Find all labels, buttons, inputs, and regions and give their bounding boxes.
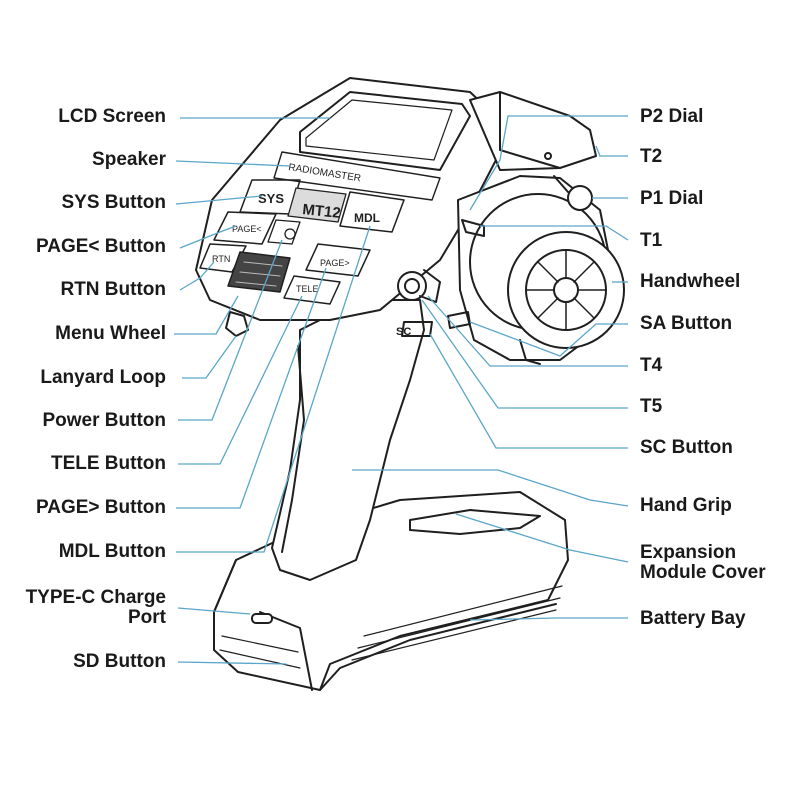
battery-bay-shape	[213, 491, 569, 691]
handwheel-shape	[447, 175, 625, 365]
label-rtn-button: RTN Button	[60, 279, 166, 300]
key-sc-text: SC	[396, 326, 411, 338]
leader-power-button	[178, 239, 283, 421]
leader-menu-wheel	[174, 295, 239, 335]
label-t2: T2	[640, 146, 663, 167]
label-hand-grip: Hand Grip	[640, 495, 732, 516]
label-page-back-button: PAGE< Button	[35, 236, 166, 257]
label-menu-wheel: Menu Wheel	[55, 323, 166, 344]
label-tele-button: TELE Button	[50, 453, 166, 474]
label-mdl-button: MDL Button	[58, 541, 166, 562]
label-lanyard-loop: Lanyard Loop	[40, 367, 166, 388]
leader-t4	[427, 295, 628, 367]
leader-sc-button	[429, 333, 628, 449]
leader-tele-button	[178, 295, 303, 465]
leader-page-back-button	[179, 225, 237, 249]
leader-lines	[174, 115, 629, 665]
head-shape	[195, 77, 501, 337]
leader-t2	[595, 145, 628, 157]
key-mdl-text: MDL	[354, 211, 380, 225]
leader-rtn-button	[179, 261, 215, 291]
key-tele-text: TELE	[296, 284, 319, 294]
leader-page-fwd-button	[176, 267, 327, 509]
label-p1-dial: P1 Dial	[640, 188, 704, 209]
leader-typec-port	[177, 607, 251, 615]
label-sys-button: SYS Button	[61, 192, 167, 213]
label-typec-port: TYPE-C Charge Port	[25, 587, 166, 628]
label-sc-button: SC Button	[640, 437, 733, 458]
label-lcd-screen: LCD Screen	[58, 106, 166, 127]
side-controls-shape	[397, 269, 441, 337]
device-screen-text: MT12	[302, 201, 342, 222]
label-p2-dial: P2 Dial	[640, 106, 704, 127]
leader-p2-dial	[469, 115, 628, 211]
label-handwheel: Handwheel	[640, 271, 741, 292]
key-page-back-text: PAGE<	[232, 224, 262, 234]
leader-battery-bay	[469, 617, 628, 621]
label-page-fwd-button: PAGE> Button	[35, 497, 166, 518]
label-expansion-cover: Expansion Module Cover	[640, 542, 766, 583]
label-battery-bay: Battery Bay	[640, 608, 746, 629]
label-sa-button: SA Button	[640, 313, 733, 334]
leader-hand-grip	[352, 469, 629, 507]
leader-t5	[421, 299, 628, 409]
key-page-fwd-text: PAGE>	[320, 258, 350, 268]
leader-sd-button	[177, 661, 287, 665]
label-t5: T5	[640, 396, 663, 417]
label-t4: T4	[640, 355, 663, 376]
label-sd-button: SD Button	[73, 651, 166, 672]
leader-speaker	[175, 160, 291, 167]
leader-lanyard-loop	[182, 335, 237, 379]
key-sys-text: SYS	[258, 191, 284, 206]
label-power-button: Power Button	[42, 410, 167, 431]
leader-mdl-button	[176, 225, 371, 553]
key-rtn-text: RTN	[212, 254, 230, 264]
leader-expansion-cover	[455, 513, 629, 563]
leader-t1	[480, 225, 629, 241]
leader-sa-button	[469, 321, 628, 357]
label-speaker: Speaker	[92, 149, 166, 170]
label-t1: T1	[640, 230, 663, 251]
leader-sys-button	[175, 195, 263, 205]
